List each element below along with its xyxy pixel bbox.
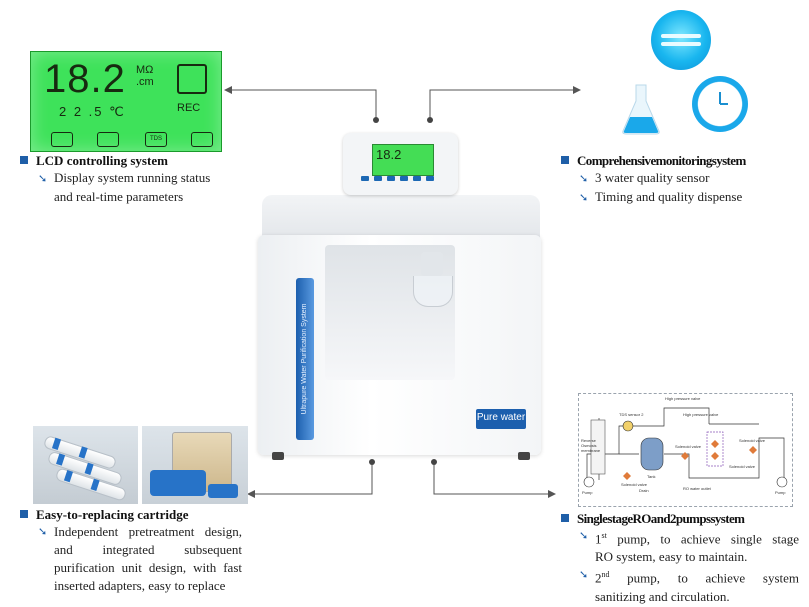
panel-button[interactable] [413, 176, 421, 181]
feature-cartridge-line: and integrated subsequent [54, 542, 242, 557]
diagram-label: Pump [775, 490, 786, 495]
machine-foot [272, 452, 284, 460]
side-label-strip: Ultrapure Water Purification System [296, 278, 314, 440]
feature-lcd: LCD controlling system ➘Display system r… [20, 153, 240, 206]
machine-lcd: 18.2 [372, 144, 434, 176]
lcd-resistivity-value: 18.2 [44, 57, 126, 101]
lcd-temperature: 2 2 .5 ℃ [59, 104, 126, 119]
panel-button[interactable] [400, 176, 408, 181]
side-label-text: Ultrapure Water Purification System [301, 303, 308, 415]
diagram-label: Reverse Osmosis membrane [581, 438, 601, 453]
diagram-label: RO water outlet [683, 486, 711, 491]
feature-cartridge: Easy-to-replacing cartridge ➘Independent… [20, 507, 242, 595]
lcd-tank-icon [97, 132, 119, 147]
machine-foot [518, 452, 530, 460]
panel-button[interactable] [361, 176, 369, 181]
lcd-unit-line2: .cm [136, 76, 154, 88]
feature-lcd-point: ➘Display system running status [20, 169, 240, 188]
feature-ro-point: ➘ 1st pump, to achieve single stage [579, 529, 799, 547]
diagram-label: Solenoid valve [729, 464, 756, 469]
feature-ro-line: sanitizing and circulation. [595, 588, 730, 604]
clock-icon [692, 76, 748, 132]
faucet [421, 252, 443, 276]
panel-button[interactable] [374, 176, 382, 181]
glass-icon [413, 276, 453, 307]
flask-icon [622, 84, 660, 135]
cartridge-module-photo [142, 426, 248, 504]
machine-lcd-value: 18.2 [376, 147, 402, 162]
arrow-bullet-icon: ➘ [38, 172, 48, 185]
diagram-label: Solenoid valve [675, 444, 702, 449]
arrow-bullet-icon: ➘ [579, 191, 589, 204]
feature-lcd-point-cont: and real-time parameters [54, 189, 184, 204]
sensor-icon [651, 10, 711, 70]
diagram-label: Solenoid valve [739, 438, 766, 443]
bullet-square-icon [561, 514, 569, 522]
feature-ro-point: ➘ 2nd pump, to achieve system [579, 568, 799, 586]
arrow-bullet-icon: ➘ [579, 568, 589, 582]
lcd-dispense-icon [191, 132, 213, 147]
lcd-unit: MΩ .cm [136, 64, 154, 88]
diagram-label: High pressure valve [665, 396, 701, 401]
bullet-square-icon [20, 156, 28, 164]
arrow-bullet-icon: ➘ [579, 172, 589, 185]
machine-top [262, 195, 540, 240]
bullet-square-icon [20, 510, 28, 518]
diagram-label: Drain [639, 488, 649, 493]
lcd-display-closeup: 18.2 MΩ .cm 2 2 .5 ℃ REC TDS [30, 51, 222, 152]
feature-cartridge-line: purification unit design, with fast [54, 560, 242, 575]
cycle-icon [177, 64, 207, 94]
feature-cartridge-title: Easy-to-replacing cartridge [20, 507, 242, 523]
diagram-label: High pressure valve [683, 412, 719, 417]
lcd-unit-line1: MΩ [136, 64, 154, 76]
feature-monitoring-point: ➘Timing and quality dispense [561, 188, 801, 207]
pure-water-label: Pure water [476, 409, 526, 429]
feature-cartridge-line: inserted adapters, easy to replace [54, 578, 226, 593]
feature-cartridge-point: ➘Independent pretreatment design, [38, 524, 242, 539]
ro-flow-diagram: TDS sensor 2 High pressure valve High pr… [578, 393, 793, 507]
lcd-rec-label: REC [177, 102, 201, 114]
panel-button[interactable] [426, 176, 434, 181]
cartridge-photo [33, 426, 138, 504]
lcd-tap-icon [51, 132, 73, 147]
feature-ro-line: RO system, easy to maintain. [595, 549, 748, 565]
bullet-square-icon [561, 156, 569, 164]
arrow-bullet-icon: ➘ [579, 529, 589, 542]
feature-monitoring-point: ➘3 water quality sensor [561, 169, 801, 188]
feature-ro: SinglestageROand2pumpssystem ➘ 1st pump,… [561, 511, 799, 606]
diagram-label: TDS sensor 2 [619, 412, 644, 417]
feature-ro-title: SinglestageROand2pumpssystem [561, 511, 799, 527]
feature-lcd-title: LCD controlling system [20, 153, 240, 169]
feature-monitoring-title: Comprehensivemonitoringsystem [561, 153, 801, 169]
diagram-label: Solenoid valve [621, 482, 648, 487]
diagram-label: Tank [647, 474, 656, 479]
lcd-tds-icon: TDS [145, 132, 167, 147]
panel-button[interactable] [387, 176, 395, 181]
diagram-label: Pump [582, 490, 593, 495]
feature-monitoring: Comprehensivemonitoringsystem ➘3 water q… [561, 153, 801, 207]
arrow-bullet-icon: ➘ [38, 525, 48, 538]
